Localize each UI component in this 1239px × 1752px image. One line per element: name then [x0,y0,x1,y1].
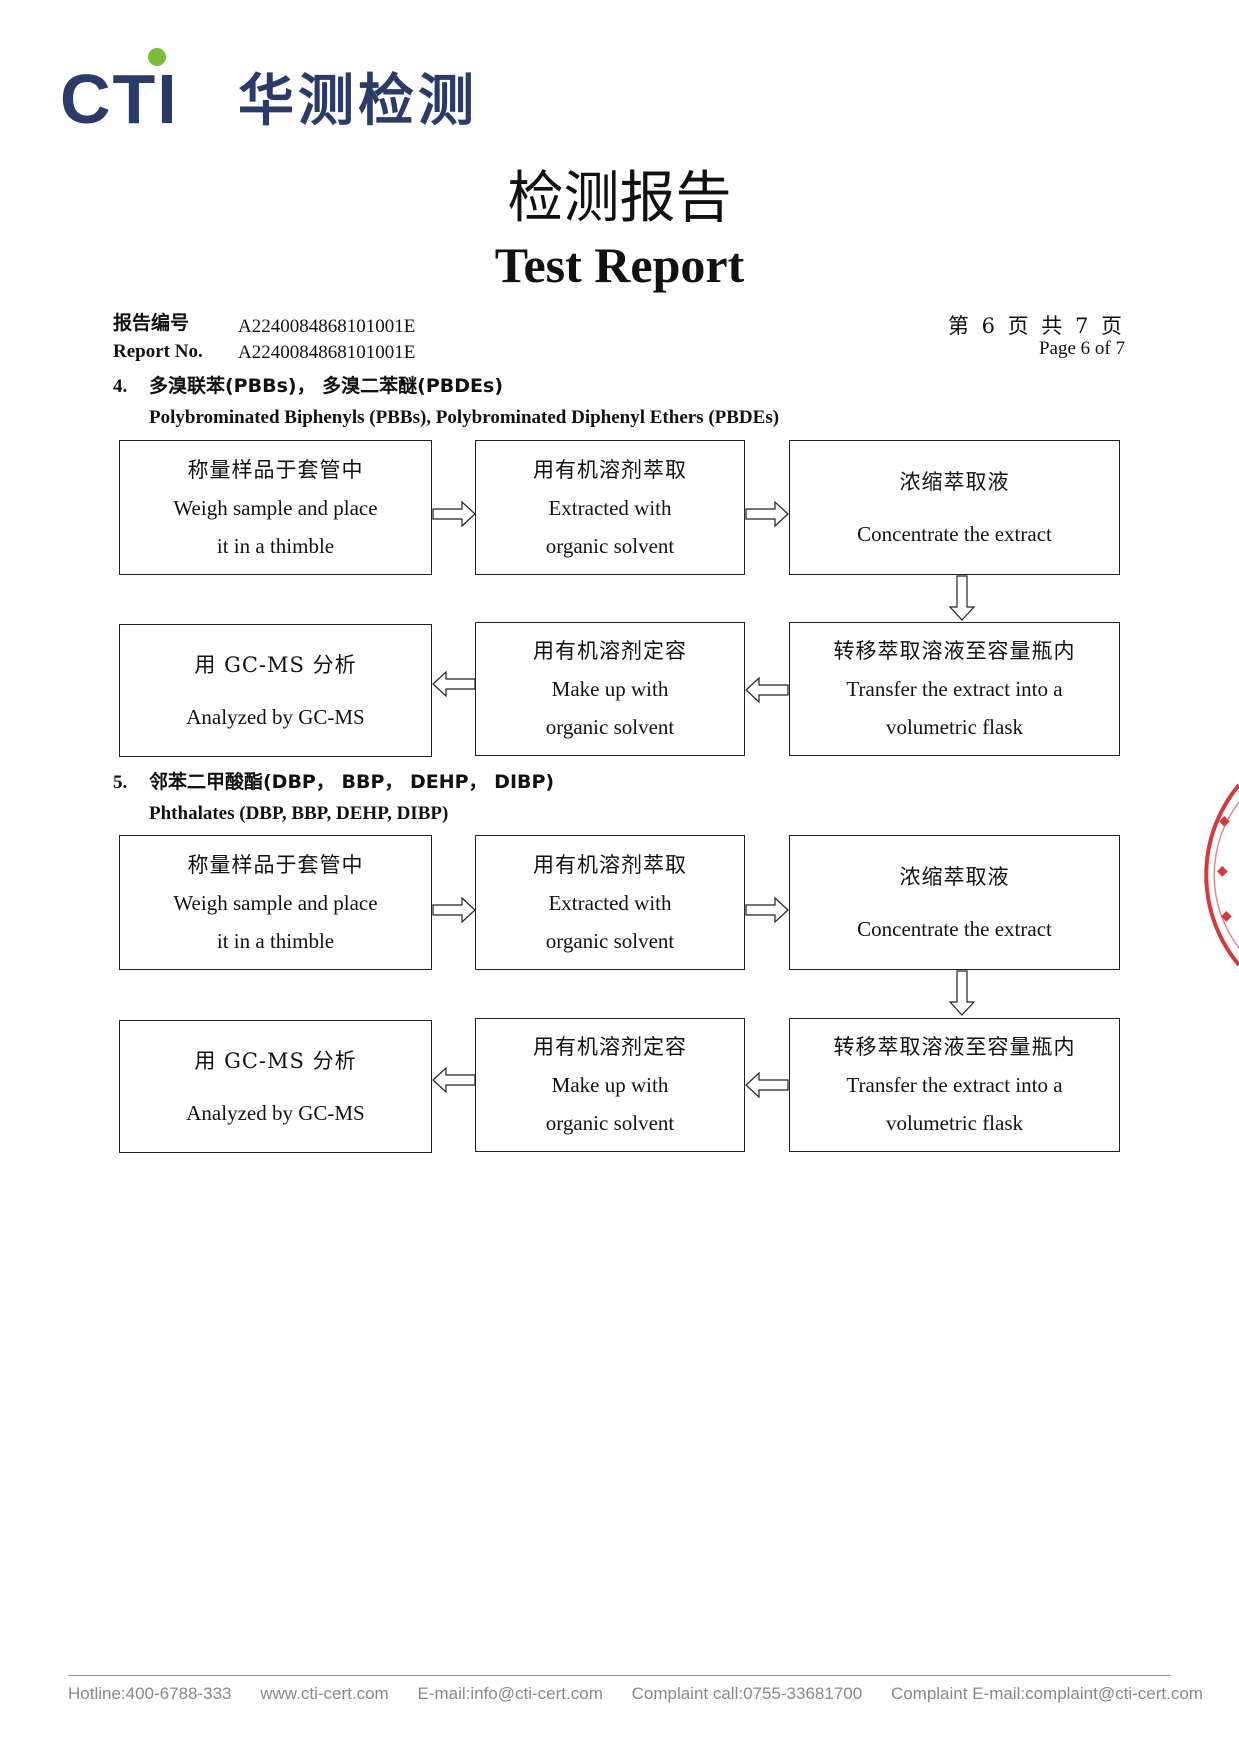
step-text-cn: 转移萃取溶液至容量瓶内 [833,639,1076,663]
arrow-left-icon [432,1066,476,1094]
step-text-en: it in a thimble [216,533,335,558]
step-text-en: it in a thimble [216,928,335,953]
footer-divider [68,1675,1171,1676]
title-chinese: 检测报告 [507,166,732,231]
flow-step-analyze: 用 GC-MS 分析 Analyzed by GC-MS [119,624,432,757]
step-text-en: volumetric flask [885,1111,1024,1135]
flow-step-transfer: 转移萃取溶液至容量瓶内 Transfer the extract into a … [789,622,1120,756]
flow-step-makeup: 用有机溶剂定容 Make up with organic solvent [475,622,745,756]
flow-step-weigh: 称量样品于套管中 Weigh sample and place it in a … [119,440,432,575]
arrow-left-icon [745,676,789,704]
step-text-en: organic solvent [545,715,675,739]
report-number-en: A2240084868101001E [238,342,416,363]
svg-text:◆: ◆ [1219,813,1230,829]
seal-stamp-icon: ◆ ◆ ◆ [1204,783,1239,967]
report-label-en: Report No. [113,341,203,362]
step-text-en: Extracted with [548,890,672,915]
section-4-heading: 4. 多溴联苯(PBBs)， 多溴二苯醚(PBDEs) [113,373,503,400]
title-english: Test Report [494,237,745,293]
step-text-en: Transfer the extract into a [846,1073,1063,1097]
svg-text:◆: ◆ [1221,908,1232,924]
step-text-en: Transfer the extract into a [846,677,1063,701]
step-text-cn: 用有机溶剂定容 [533,1035,687,1059]
arrow-right-icon [745,500,789,528]
flow-step-transfer: 转移萃取溶液至容量瓶内 Transfer the extract into a … [789,1018,1120,1152]
step-text-cn: 用有机溶剂萃取 [533,457,687,482]
step-text-cn: 称量样品于套管中 [187,457,364,482]
step-text-cn: 用 GC-MS 分析 [194,652,357,677]
step-text-en: organic solvent [545,1111,675,1135]
page-indicator-en: Page 6 of 7 [1038,338,1125,359]
step-text-cn: 用 GC-MS 分析 [194,1048,357,1073]
step-text-cn: 浓缩萃取液 [899,469,1010,494]
arrow-right-icon [745,896,789,924]
step-text-en: Extracted with [548,495,672,520]
section-4-title-en: Polybrominated Biphenyls (PBBs), Polybro… [149,407,780,428]
arrow-left-icon [745,1071,789,1099]
flow-step-weigh: 称量样品于套管中 Weigh sample and place it in a … [119,835,432,970]
section-number: 4. [113,376,128,397]
arrow-down-icon [948,575,976,621]
section-title-cn: 邻苯二甲酸酯(DBP， BBP， DEHP， DIBP) [149,771,555,793]
step-text-en: Analyzed by GC-MS [186,1100,365,1125]
step-text-en: organic solvent [545,533,675,558]
step-text-cn: 浓缩萃取液 [899,864,1010,889]
report-number: A2240084868101001E [238,316,416,337]
flow-step-makeup: 用有机溶剂定容 Make up with organic solvent [475,1018,745,1152]
arrow-right-icon [432,896,476,924]
step-text-en: Weigh sample and place [173,495,378,520]
logo-dot [148,48,166,66]
svg-text:◆: ◆ [1217,863,1228,879]
logo-chinese-name: 华测检测 [238,69,478,134]
arrow-left-icon [432,670,476,698]
step-text-cn: 称量样品于套管中 [187,852,364,877]
step-text-en: Make up with [551,1073,669,1097]
step-text-en: Analyzed by GC-MS [186,704,365,729]
flow-step-analyze: 用 GC-MS 分析 Analyzed by GC-MS [119,1020,432,1153]
report-label-cn: 报告编号 [113,312,190,334]
section-number: 5. [113,772,128,793]
footer-complaint-email[interactable]: Complaint E-mail:complaint@cti-cert.com [890,1684,1203,1703]
flow-step-concentrate: 浓缩萃取液 Concentrate the extract [789,835,1120,970]
flow-step-extract: 用有机溶剂萃取 Extracted with organic solvent [475,835,745,970]
step-text-en: Make up with [551,677,669,701]
section-5-title-en: Phthalates (DBP, BBP, DEHP, DIBP) [149,803,449,824]
step-text-cn: 转移萃取溶液至容量瓶内 [833,1035,1076,1059]
step-text-cn: 用有机溶剂萃取 [533,852,687,877]
page-indicator-cn: 第 6 页 共 7 页 [947,314,1125,338]
section-title-cn: 多溴联苯(PBBs)， 多溴二苯醚(PBDEs) [149,375,504,397]
logo-brand: CTI [60,60,179,138]
footer: Hotline:400-6788-333 www.cti-cert.com E-… [68,1684,1203,1704]
footer-email[interactable]: E-mail:info@cti-cert.com [417,1684,603,1703]
step-text-en: Weigh sample and place [173,890,378,915]
step-text-en: organic solvent [545,928,675,953]
flow-step-extract: 用有机溶剂萃取 Extracted with organic solvent [475,440,745,575]
arrow-right-icon [432,500,476,528]
flow-step-concentrate: 浓缩萃取液 Concentrate the extract [789,440,1120,575]
step-text-cn: 用有机溶剂定容 [533,639,687,663]
step-text-en: Concentrate the extract [857,521,1052,546]
arrow-down-icon [948,970,976,1016]
footer-website[interactable]: www.cti-cert.com [260,1684,389,1703]
footer-complaint-call: Complaint call:0755-33681700 [631,1684,863,1703]
step-text-en: volumetric flask [885,715,1024,739]
step-text-en: Concentrate the extract [857,916,1052,941]
section-5-heading: 5. 邻苯二甲酸酯(DBP， BBP， DEHP， DIBP) [113,769,554,796]
footer-hotline: Hotline:400-6788-333 [68,1684,232,1703]
